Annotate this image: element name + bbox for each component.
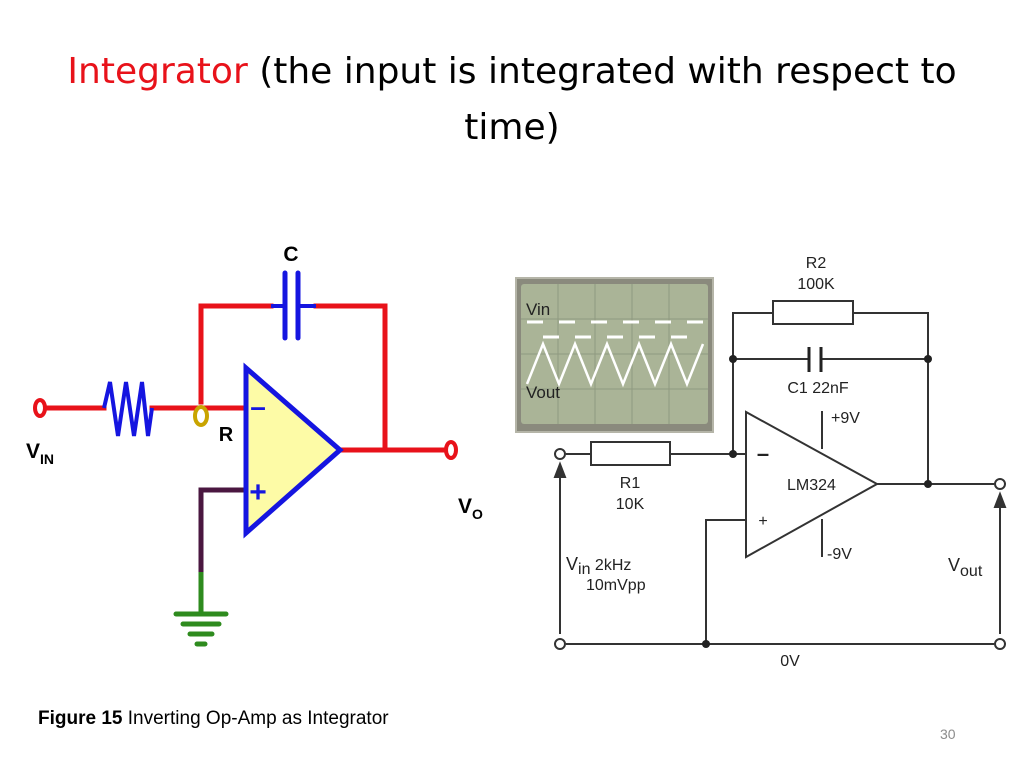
scope-vout-label: Vout [526, 383, 560, 402]
resistor-label: R [219, 424, 234, 446]
pos-supply-label: +9V [831, 410, 860, 427]
ground-label: 0V [780, 653, 800, 670]
r2-left-wire [732, 312, 773, 454]
vin-spec-label: Vin 2kHz [566, 554, 631, 578]
noninverting-wire-r [705, 519, 746, 644]
page-number: 30 [940, 726, 956, 742]
opamp-plus-sign: + [249, 476, 267, 509]
feedback-left-wire [198, 303, 274, 405]
r2-resistor [772, 300, 854, 325]
input-terminal [33, 398, 47, 418]
noninverting-wire [198, 487, 246, 572]
scope-vout-trace [525, 340, 705, 388]
input-voltage-subscript: IN [40, 451, 54, 467]
vin-spec-frequency: 2kHz [590, 557, 631, 574]
lm324-triangle [745, 410, 880, 559]
vin-spec-amplitude: 10mVpp [586, 577, 646, 594]
output-voltage-subscript: O [472, 506, 483, 522]
vin-terminal-top [554, 448, 566, 460]
oscilloscope: Vin Vout [515, 277, 714, 433]
figure-caption: Figure 15 Inverting Op-Amp as Integrator [38, 708, 389, 730]
scope-vin-label: Vin [526, 300, 550, 319]
vout-terminal-top [994, 478, 1006, 490]
r1-value-label: 10K [616, 496, 645, 513]
opamp-triangle [243, 362, 344, 539]
c1-label: C1 22nF [787, 380, 849, 397]
vout-label: Vout [948, 555, 983, 580]
neg-supply-label: -9V [827, 546, 852, 563]
scope-grid [521, 284, 708, 424]
c1-capacitor [807, 347, 823, 372]
title-rest: (the input is integrated with respect to… [247, 51, 957, 148]
right-schematic: – + R2 100K [553, 255, 1007, 670]
caption-text: Inverting Op-Amp as Integrator [122, 708, 389, 729]
slide-title: Integrator (the input is integrated with… [60, 44, 964, 156]
opamp-name-label: LM324 [787, 477, 836, 494]
feedback-right-wire [313, 303, 388, 453]
left-schematic: – + C R VIN VO [26, 243, 483, 647]
caption-figure-number: Figure 15 [38, 708, 123, 729]
opamp-minus-sign: – [250, 391, 266, 422]
vout-terminal-bottom [994, 638, 1006, 650]
output-terminal [444, 440, 458, 460]
lm324-minus-sign: – [757, 441, 769, 466]
voltage-arrows [553, 461, 1007, 634]
lm324-plus-sign: + [758, 513, 767, 530]
output-voltage-label: VO [458, 495, 483, 522]
terminals-r [554, 448, 1006, 650]
ground-symbol [173, 611, 229, 647]
r2-name-label: R2 [806, 255, 827, 272]
scope-vin-trace [527, 320, 703, 339]
vin-terminal-bottom [554, 638, 566, 650]
input-voltage-label: VIN [26, 440, 54, 467]
r2-value-label: 100K [797, 276, 835, 293]
vout-subscript: out [960, 563, 983, 580]
resistor-zigzag [102, 381, 154, 437]
vin-spec-subscript: in [578, 561, 590, 578]
r2-right-wire [853, 312, 929, 484]
junction-dots [702, 355, 932, 648]
title-accent: Integrator [67, 51, 248, 92]
r1-resistor [590, 441, 671, 466]
capacitor-label: C [283, 243, 298, 266]
junction-terminal [193, 405, 209, 427]
r1-name-label: R1 [620, 475, 641, 492]
